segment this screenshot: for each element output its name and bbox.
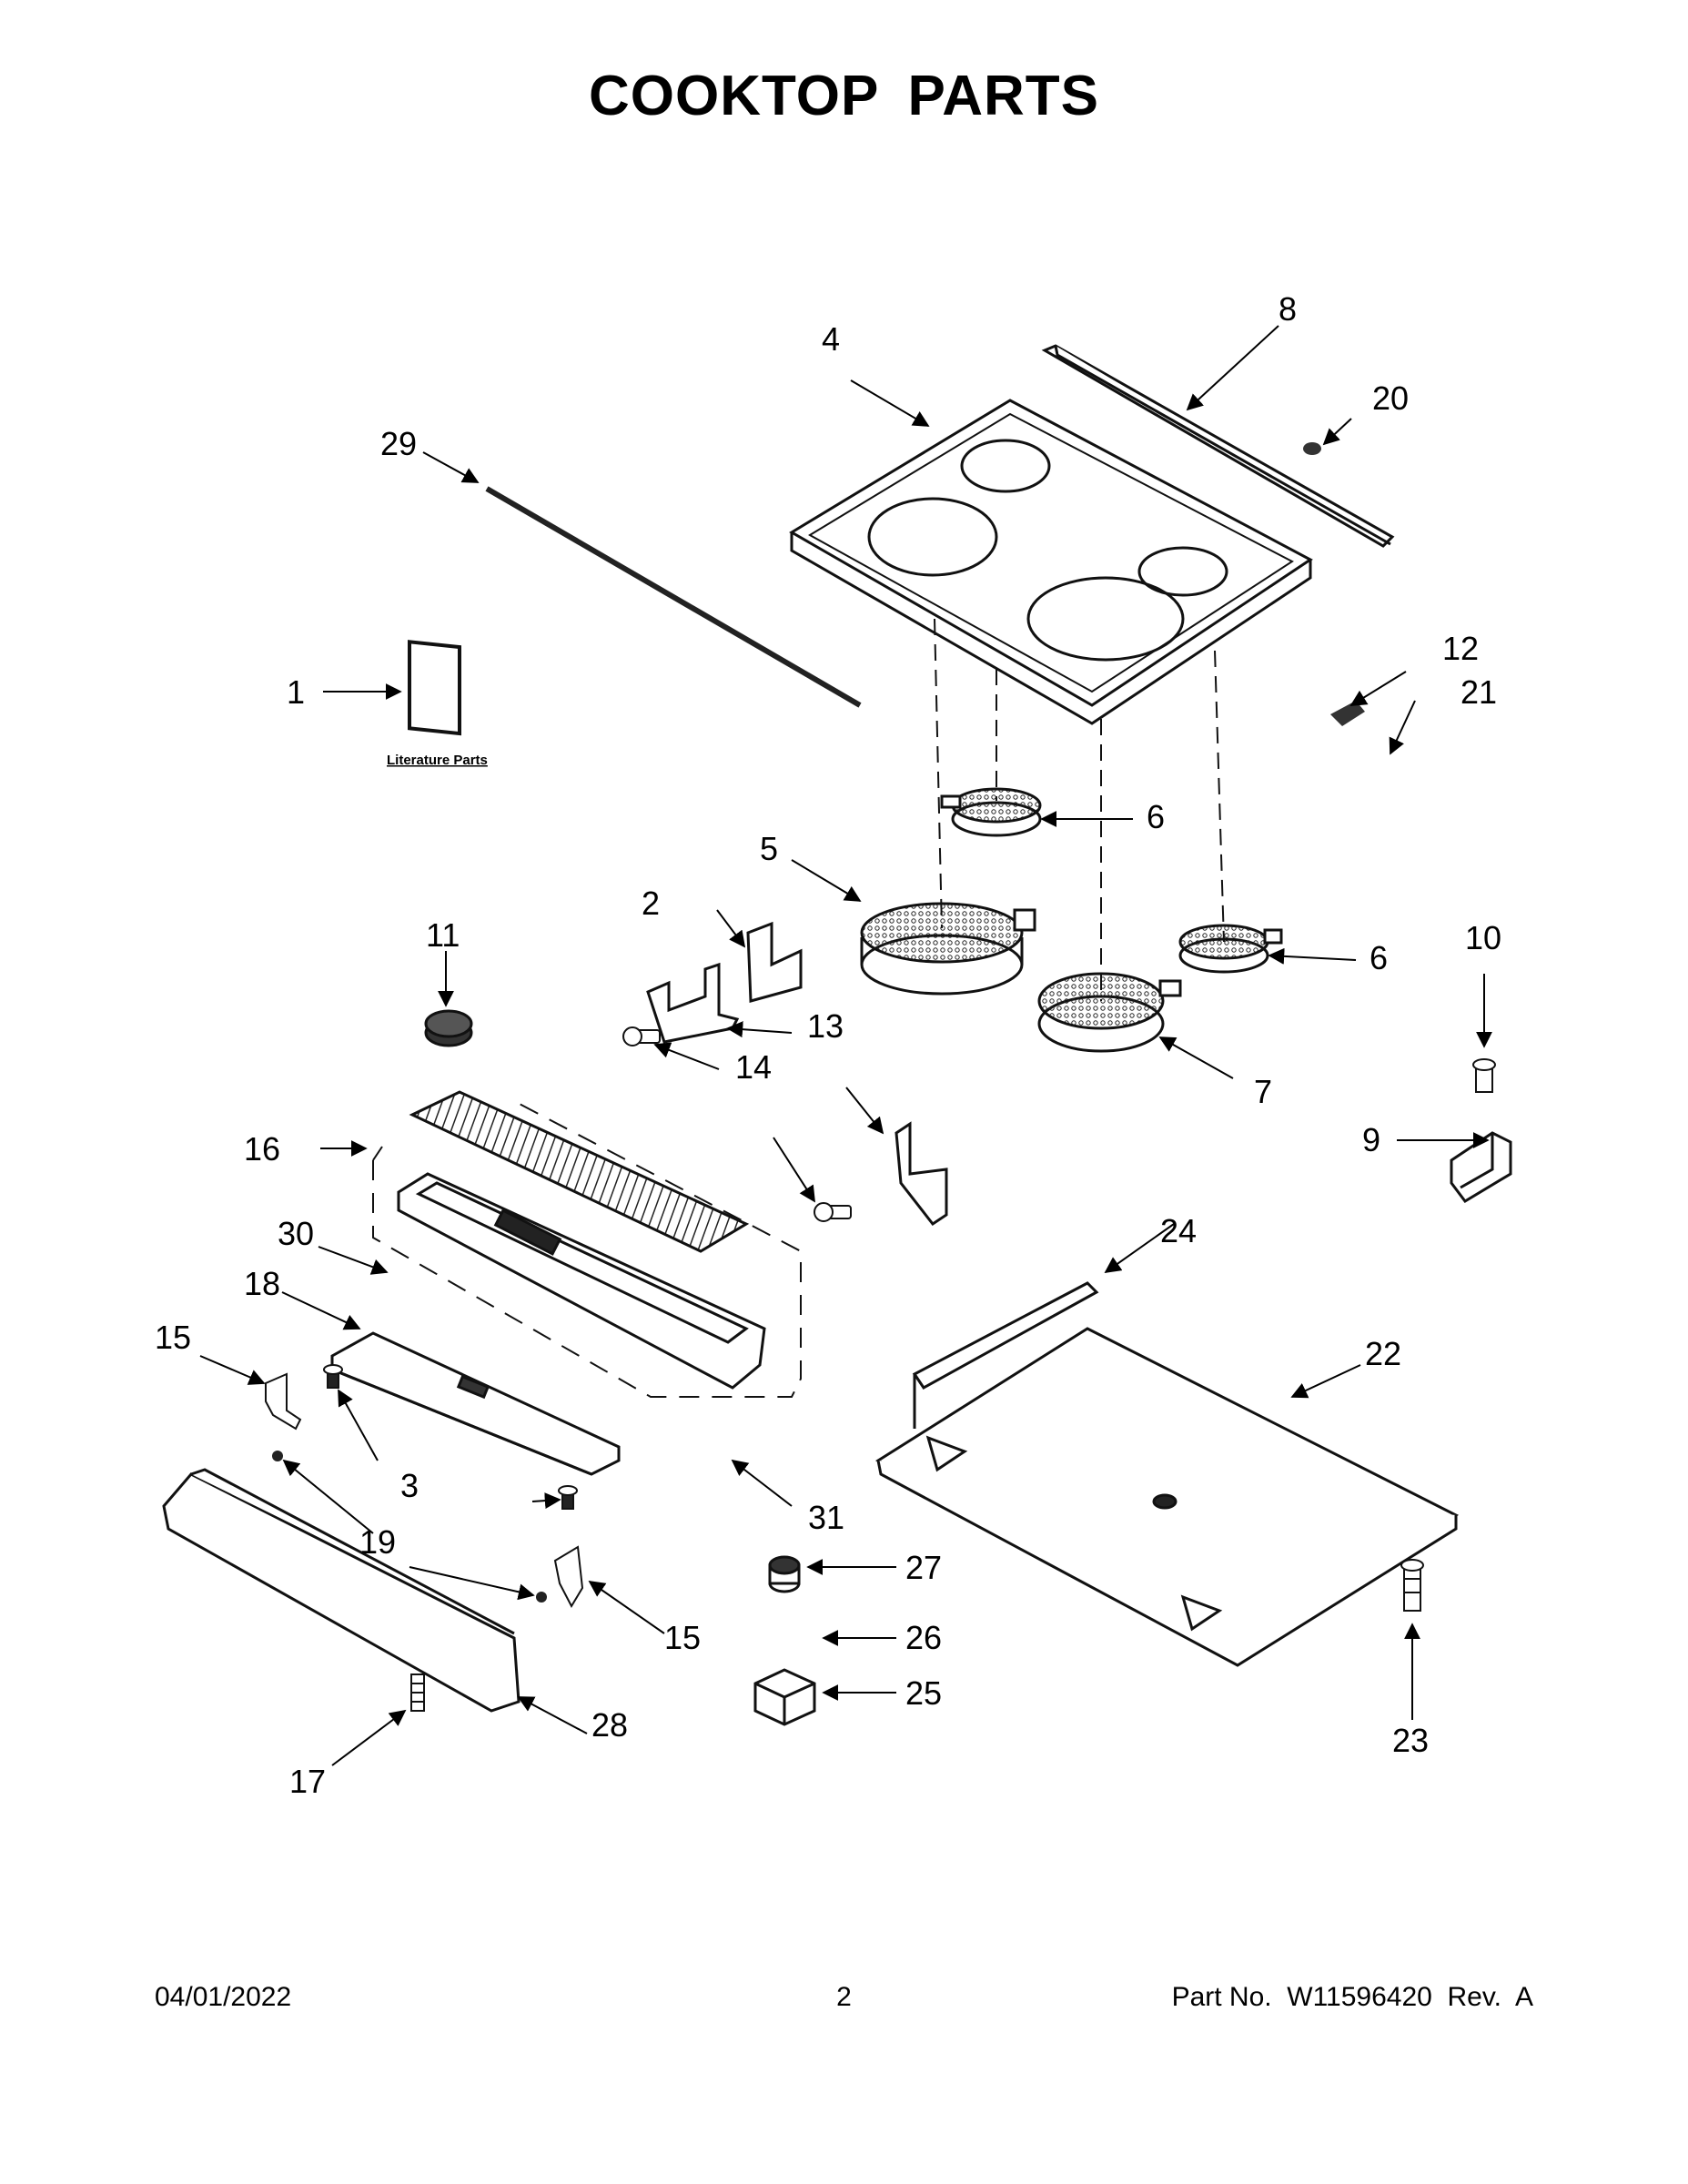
screw-14b-part: [814, 1202, 852, 1222]
bracket-21-part: [1379, 755, 1392, 778]
callout-6b: 6: [1370, 939, 1388, 976]
control-panel-part: [397, 1090, 766, 1390]
bracket-2-part: [746, 921, 803, 1003]
front-trim-part: [162, 1468, 521, 1713]
gasket-plate-part: [755, 1615, 814, 1647]
screw-3a-part: [323, 1364, 343, 1389]
callout-23: 23: [1392, 1722, 1429, 1759]
callout-26: 26: [905, 1619, 942, 1656]
footer-date: 04/01/2022: [155, 1982, 292, 2012]
callout-30: 30: [278, 1215, 314, 1252]
callout-29: 29: [380, 425, 417, 462]
rear-trim-part: [1041, 344, 1395, 548]
bracket-15a-part: [265, 1372, 302, 1431]
screw-19a-part: [272, 1451, 283, 1461]
wire-31-part: [701, 1451, 728, 1465]
bracket-9-part: [1450, 1131, 1512, 1203]
bracket-15b-part: [553, 1545, 584, 1609]
callout-22: 22: [1365, 1335, 1401, 1372]
callout-3: 3: [400, 1467, 419, 1504]
rear-rail-part: [912, 1281, 1099, 1429]
callout-24: 24: [1160, 1212, 1197, 1249]
callout-10: 10: [1465, 919, 1501, 956]
callout-28: 28: [591, 1706, 628, 1744]
bracket-12-part: [1330, 701, 1365, 726]
callout-17: 17: [289, 1763, 326, 1800]
callout-11: 11: [426, 916, 460, 954]
callout-13a: 13: [807, 1007, 844, 1045]
callout-27: 27: [905, 1549, 942, 1586]
callout-16: 16: [244, 1130, 280, 1168]
screw-19b-part: [536, 1592, 547, 1603]
gasket-strip-part: [485, 486, 862, 708]
callout-9: 9: [1362, 1121, 1380, 1158]
infinite-switch-part: [753, 1668, 816, 1726]
callout-20: 20: [1372, 379, 1409, 417]
literature-label: Literature Parts: [387, 753, 488, 768]
leader-lines: [199, 325, 1492, 1766]
callout-21: 21: [1461, 673, 1497, 711]
knob-part: [424, 1009, 473, 1047]
knob-stem-part: [768, 1555, 801, 1593]
callout-18: 18: [244, 1265, 280, 1302]
literature-part: [408, 640, 461, 736]
callout-15b: 15: [664, 1619, 701, 1656]
callout-numbers: 1 2 3 4 5 6 6 7 8 9 10 11 12 13 13 14 15…: [155, 290, 1501, 1800]
bumper-part: [1303, 442, 1321, 455]
screw-3b-part: [558, 1485, 578, 1510]
surface-element-small-a: [940, 787, 1042, 837]
callout-4: 4: [822, 320, 840, 358]
surface-element-large: [860, 902, 1036, 996]
screw-23-part: [1400, 1559, 1424, 1612]
callout-14: 14: [735, 1048, 772, 1086]
cooktop-glass-part: [789, 399, 1313, 725]
callout-25: 25: [905, 1674, 942, 1712]
callout-5: 5: [760, 830, 778, 867]
control-panel-group-outline: [372, 1100, 802, 1398]
screw-10-part: [1472, 1058, 1496, 1093]
callout-19: 19: [359, 1523, 396, 1561]
callout-8: 8: [1279, 290, 1297, 328]
page-title: COOKTOP PARTS: [589, 65, 1099, 127]
screw-17-part: [410, 1673, 425, 1712]
callout-7: 7: [1254, 1073, 1272, 1110]
alignment-lines: [934, 618, 1225, 1001]
callout-1: 1: [287, 673, 305, 711]
callout-12: 12: [1442, 630, 1479, 667]
bracket-13a-part: [646, 962, 740, 1044]
surface-element-medium: [1037, 972, 1182, 1053]
support-pan-part: [875, 1327, 1460, 1667]
footer-part-number: Part No. W11596420 Rev. A: [1171, 1982, 1533, 2012]
screw-14a-part: [622, 1026, 661, 1046]
surface-element-small-b: [1178, 924, 1283, 974]
callout-31: 31: [808, 1499, 844, 1536]
callout-2: 2: [642, 885, 660, 922]
callout-6a: 6: [1147, 798, 1165, 835]
bracket-13b-part: [895, 1121, 948, 1227]
footer-page-number: 2: [836, 1982, 852, 2012]
callout-15a: 15: [155, 1319, 191, 1356]
